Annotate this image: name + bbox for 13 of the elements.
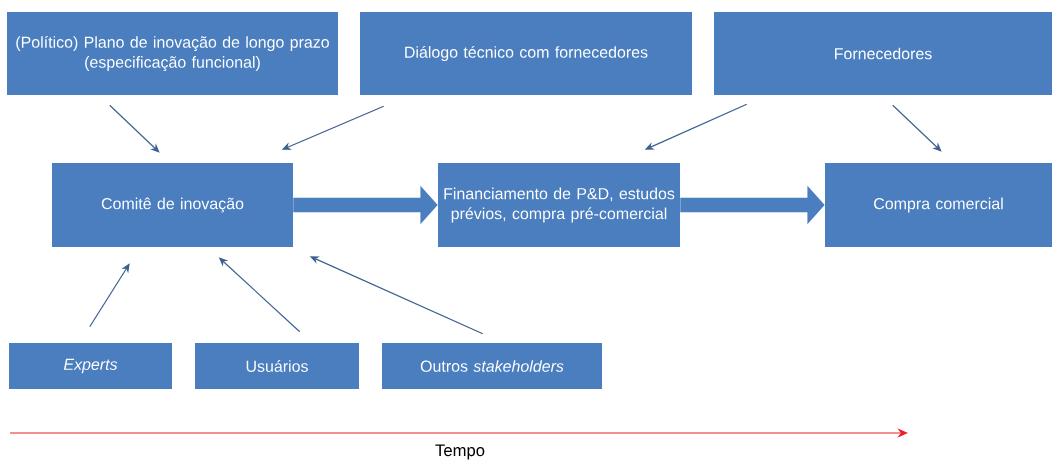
arrow [109, 104, 160, 153]
arrow [89, 263, 130, 328]
process-box: (Político) Plano de inovação de longo prazo (especificação funcional) [7, 12, 338, 95]
process-box: Comitê de inovação [52, 163, 293, 247]
arrow [892, 104, 942, 152]
process-box: Experts [9, 343, 172, 389]
process-box: Compra comercial [825, 163, 1052, 247]
process-box: Financiamento de P&D, estudos prévios, compra pré-comercial [438, 163, 681, 247]
process-box: Fornecedores [714, 12, 1052, 95]
axis-label: Tempo [435, 444, 485, 460]
process-box: Outros stakeholders [382, 343, 602, 389]
process-box: Usuários [195, 343, 359, 389]
process-box: Diálogo técnico com fornecedores [360, 12, 693, 95]
